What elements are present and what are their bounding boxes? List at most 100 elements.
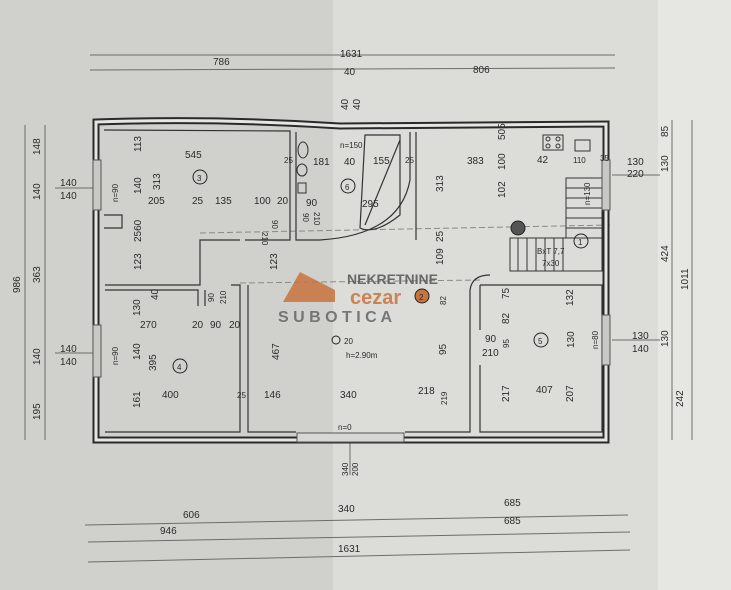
room-number: 6	[345, 183, 350, 192]
dim-label: 25	[405, 156, 414, 165]
dim-label: 986	[12, 276, 23, 293]
dim-label: 195	[32, 403, 43, 420]
room-4: 4 130 40 270 20 90 20 140 n=90 395 400 1…	[111, 288, 246, 408]
room-number-marker	[414, 288, 430, 304]
room-number: 2	[419, 293, 424, 302]
top-dimensions: 1631 786 40 806 40 40	[213, 49, 490, 110]
dim-label: 207	[565, 385, 576, 402]
dim-label: 218	[418, 386, 435, 397]
stairs-label: BxT 7,7	[537, 247, 565, 256]
dim-label: n=90	[111, 346, 120, 365]
dim-label: 424	[660, 245, 671, 262]
dim-label: 140	[60, 344, 77, 355]
dim-label: 242	[675, 390, 686, 407]
dim-label: 20	[229, 320, 241, 331]
dim-label: 161	[132, 391, 143, 408]
chimney-icon	[510, 220, 526, 236]
room-number: 5	[538, 337, 543, 346]
dim-label: 40	[352, 98, 363, 110]
dim-label: 42	[537, 155, 549, 166]
dim-label: 25	[284, 156, 293, 165]
dim-label: 90	[485, 334, 497, 345]
dim-label: n=130	[583, 182, 592, 205]
dim-label: 95	[502, 339, 511, 348]
dim-label: 270	[140, 320, 157, 331]
dim-label: 20	[277, 196, 289, 207]
dim-label: 946	[160, 526, 177, 537]
dim-label: 109	[435, 248, 446, 265]
dim-label: 110	[573, 156, 586, 165]
dim-label: 135	[215, 196, 232, 207]
dim-label: 1631	[338, 544, 361, 555]
sink-icon	[574, 139, 591, 152]
dim-label: 123	[133, 253, 144, 270]
dim-label: 140	[60, 191, 77, 202]
dimension-lines	[24, 54, 693, 563]
dim-label: n=90	[111, 183, 120, 202]
dim-label: 90	[270, 220, 279, 229]
dim-label: 1011	[680, 268, 691, 290]
dim-label: 606	[183, 510, 200, 521]
washbasin-icon	[297, 182, 307, 194]
room-number-marker	[573, 233, 589, 249]
dim-label: 20	[192, 320, 204, 331]
dim-label: 467	[271, 343, 282, 360]
dim-label: n=150	[340, 141, 363, 150]
room-3: 3 545 113 313 140 n=90 205 25 135 100 20…	[111, 136, 289, 270]
dim-label: 313	[435, 175, 446, 192]
axis-line	[239, 279, 481, 284]
room-1-kitchen: 1 383 505 100 42 110 35 313 102 25 109 B…	[269, 123, 609, 270]
dim-label: 200	[351, 462, 360, 476]
dim-label: 545	[185, 150, 202, 161]
dim-label: 2560	[133, 219, 144, 242]
dim-label: 85	[660, 125, 671, 137]
dim-label: 148	[32, 138, 43, 155]
ceiling-height-label: h=2.90m	[346, 351, 378, 360]
dim-label: 100	[497, 153, 508, 170]
watermark-line3: S U B O T I C A	[278, 309, 393, 326]
dim-label: 383	[467, 156, 484, 167]
dim-label: 295	[362, 199, 379, 210]
dim-label: 113	[133, 136, 144, 152]
dim-label: 217	[501, 385, 512, 402]
dim-label: n=0	[338, 423, 352, 432]
dim-label: 313	[152, 173, 163, 190]
dim-label: 40	[344, 67, 356, 78]
dim-label: 806	[473, 65, 490, 76]
dim-label: 130	[132, 299, 143, 316]
dim-label: 786	[213, 57, 230, 68]
dim-label: 140	[133, 177, 144, 194]
dim-label: 102	[497, 181, 508, 198]
dim-label: 155	[373, 156, 390, 167]
dim-label: 100	[254, 196, 271, 207]
paper-edge	[658, 0, 731, 590]
dim-label: 395	[148, 354, 159, 371]
dim-label: 90	[301, 213, 310, 222]
dim-label: 146	[264, 390, 281, 401]
axis-line	[199, 224, 611, 234]
stove-icon	[542, 134, 564, 151]
dim-label: 40	[150, 288, 161, 300]
dim-label: 400	[162, 390, 179, 401]
dim-label: 340	[338, 504, 355, 515]
dim-label: 505	[497, 123, 508, 140]
room-number-marker	[172, 358, 188, 374]
watermark-line1: NEKRETNINE	[347, 271, 438, 287]
dim-label: 40	[344, 157, 356, 168]
room-number-marker	[192, 169, 208, 185]
left-dimensions: 148 140 363 140 195 986 140 140 140 140	[12, 138, 77, 420]
room-5: 5 75 82 132 90 210 95 130 n=80 217 407 2…	[482, 287, 600, 402]
watermark-logo: NEKRETNINE cezar S U B O T I C A	[278, 271, 438, 326]
dim-label: 340	[340, 390, 357, 401]
dim-label: 140	[32, 183, 43, 200]
room-number: 3	[197, 174, 202, 183]
room-2-hall: 2 467 146 340 n=0 20 h=2.90m 95 218 219 …	[264, 288, 449, 432]
dim-label: 130	[566, 331, 577, 348]
dim-label: 210	[219, 290, 228, 304]
dim-label: 210	[312, 212, 321, 226]
dim-label: 90	[207, 293, 216, 302]
dim-label: 210	[260, 232, 269, 246]
dim-label: n=80	[591, 330, 600, 349]
fixtures	[296, 134, 591, 236]
